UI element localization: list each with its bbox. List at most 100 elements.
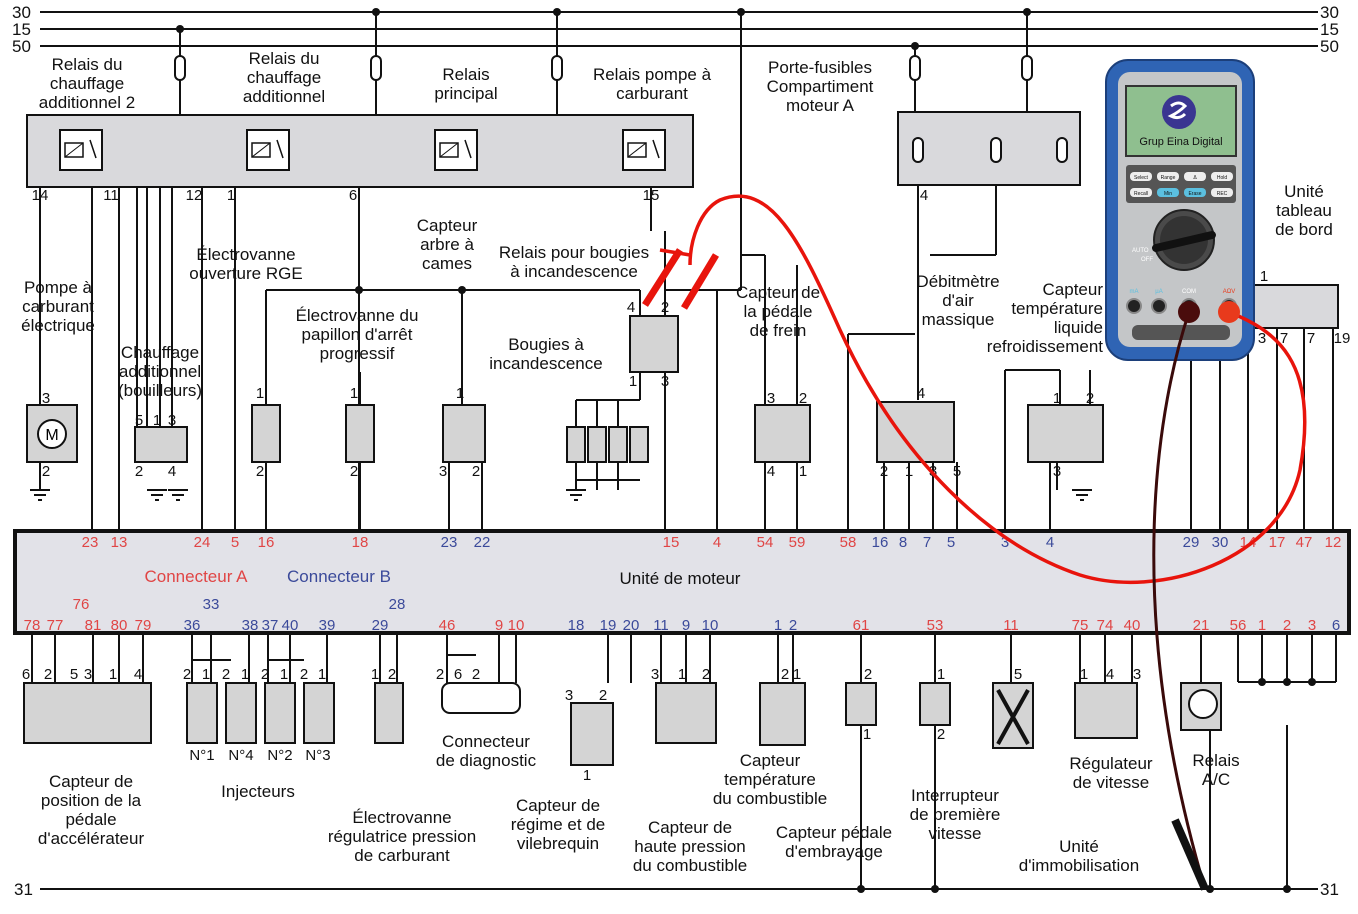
component-pin: 2 <box>864 666 872 683</box>
red-probe-lead[interactable] <box>688 194 1307 584</box>
meter-button[interactable] <box>1157 172 1179 181</box>
component-pin: 1 <box>629 373 637 390</box>
meter-button[interactable] <box>1184 188 1206 197</box>
label-line: de première <box>910 805 1001 824</box>
label-line: d'embrayage <box>785 842 883 861</box>
component-pin: 1 <box>1080 666 1088 683</box>
component-pin: 1 <box>153 412 161 429</box>
red-probe-2[interactable] <box>681 253 719 310</box>
label-line: incandescence <box>489 354 602 373</box>
meter-button[interactable] <box>1211 172 1233 181</box>
label-line: température <box>724 770 816 789</box>
v-jack-plug[interactable] <box>1218 301 1240 323</box>
ecu-pin-top: 24 <box>194 534 211 551</box>
ecu-pin-top: 17 <box>1269 534 1286 551</box>
meter-button[interactable] <box>1184 172 1206 181</box>
coolant-temp-sensor <box>1027 404 1104 463</box>
rail-15-label: 15 <box>12 20 31 39</box>
dial-off: OFF <box>1141 257 1153 263</box>
label-line: Chauffage <box>121 343 199 362</box>
heater-plugs <box>134 426 188 463</box>
ecu-pin-bottom: 10 <box>702 617 719 634</box>
ecu-pin-bottom: 53 <box>927 617 944 634</box>
label-line: chauffage <box>247 68 321 87</box>
com-jack-plug[interactable] <box>1178 301 1200 323</box>
label-line: Relais <box>442 65 489 84</box>
meter-button-label: Δ <box>1193 175 1197 181</box>
component-pin: 1 <box>256 385 264 402</box>
pressure-regulator-valve <box>374 682 404 744</box>
component-pin: 6 <box>349 187 357 204</box>
ecu-pin-bottom: 77 <box>47 617 64 634</box>
rail-50-label: 50 <box>12 37 31 56</box>
meter-jack-label: µA <box>1155 289 1162 295</box>
ecu-pin-top: 4 <box>713 534 721 551</box>
ecu-pin-bottom: 79 <box>135 617 152 634</box>
label-line: à incandescence <box>510 262 638 281</box>
label-line: Électrovanne du <box>296 306 419 325</box>
label-line: pédale <box>65 810 116 829</box>
meter-jack[interactable] <box>1126 298 1142 314</box>
label-line: la pédale <box>743 302 812 321</box>
ecu-pin-top: 3 <box>1001 534 1009 551</box>
label-line: papillon d'arrêt <box>302 325 413 344</box>
label-line: Injecteurs <box>221 782 295 801</box>
label-line: vilebrequin <box>517 834 599 853</box>
label-line: Relais du <box>52 55 123 74</box>
label-line: Débitmètre <box>916 272 999 291</box>
ecu-pin-bottom: 61 <box>853 617 870 634</box>
label-line: moteur A <box>786 96 855 115</box>
ecu-pin-top: 8 <box>899 534 907 551</box>
motor-icon <box>1188 689 1218 719</box>
component-pin: 1 <box>583 767 591 784</box>
ecu-pin-bottom: 75 <box>1072 617 1089 634</box>
component-pin: 3 <box>651 666 659 683</box>
component-pin: 3 <box>1053 463 1061 480</box>
component-pin: 2 <box>183 666 191 683</box>
junction-dot <box>176 25 184 33</box>
component-pin: 2 <box>472 666 480 683</box>
meter-button[interactable] <box>1130 172 1152 181</box>
component-pin: 2 <box>135 463 143 480</box>
ecu-pin-top: 16 <box>872 534 889 551</box>
meter-button[interactable] <box>1130 188 1152 197</box>
component-pin: 1 <box>1053 390 1061 407</box>
ecu-pin-bottom: 11 <box>653 617 669 634</box>
relay-fuel-pump-icon <box>622 129 666 171</box>
component-pin: 7 <box>1307 330 1315 347</box>
red-probe-1[interactable] <box>642 248 683 307</box>
meter-jack[interactable] <box>1151 298 1167 314</box>
label-line: Porte-fusibles <box>768 58 872 77</box>
label-line: (bouilleurs) <box>118 381 202 400</box>
component-pin: 2 <box>937 726 945 743</box>
camshaft-sensor <box>442 404 486 463</box>
label-line: tableau <box>1276 201 1332 220</box>
component-pin: 12 <box>186 187 203 204</box>
meter-button[interactable] <box>1211 188 1233 197</box>
meter-button[interactable] <box>1157 188 1179 197</box>
junction-dot <box>1283 678 1291 686</box>
ecu-pin-top: 22 <box>474 534 491 551</box>
component-pin: 5 <box>135 412 143 429</box>
label-line: de bord <box>1275 220 1333 239</box>
ecu-pin-bottom: 36 <box>184 617 201 634</box>
label-line: refroidissement <box>987 337 1103 356</box>
rail-50-label-right: 50 <box>1320 37 1339 56</box>
black-probe-lead[interactable] <box>1152 311 1207 890</box>
component-pin: 1 <box>937 666 945 683</box>
black-probe[interactable] <box>1171 818 1209 891</box>
ecu-pin-top: 4 <box>1046 534 1054 551</box>
component-pin: 1 <box>456 385 464 402</box>
label-line: de frein <box>750 321 807 340</box>
label-line: additionnel <box>119 362 201 381</box>
component-pin: 6 <box>22 666 30 683</box>
component-pin: 2 <box>1086 390 1094 407</box>
